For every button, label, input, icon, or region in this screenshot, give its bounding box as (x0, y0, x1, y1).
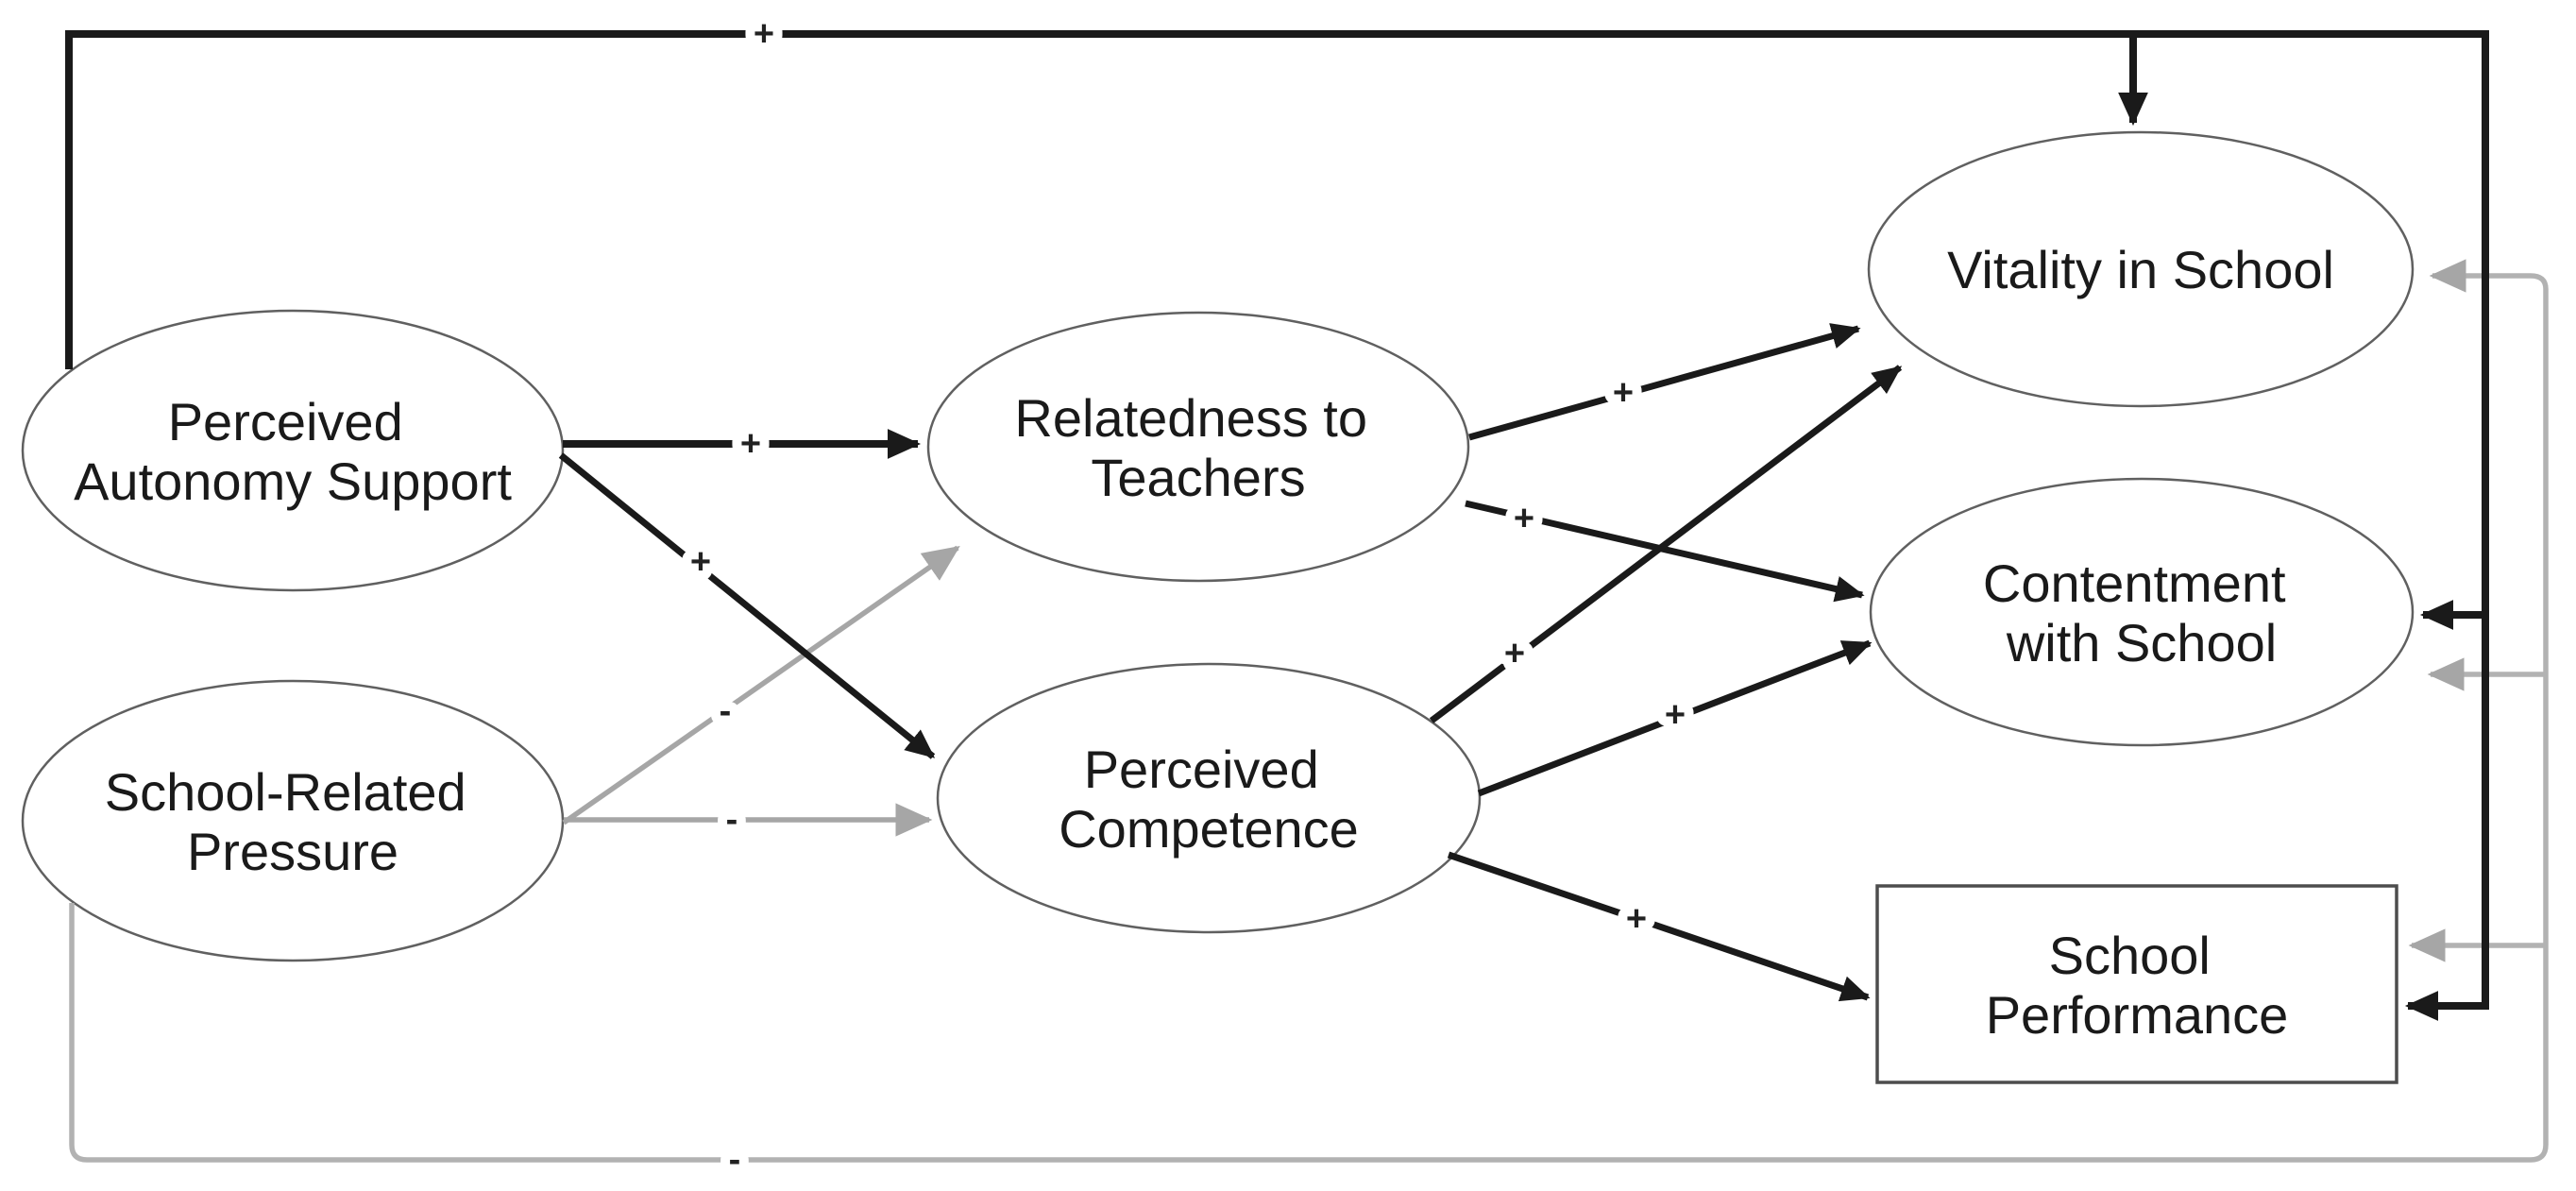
label-relatedness-to-teachers: Relatedness to Teachers (1014, 388, 1381, 507)
node-perceived-autonomy-support (21, 309, 565, 592)
edge-sign-labels-layer: + + + - - - + + + + + (681, 5, 1695, 1189)
sign-pressure-competence: - (726, 800, 738, 840)
sign-pressure-relatedness: - (720, 691, 732, 731)
sign-competence-vitality: + (1504, 634, 1525, 673)
edge-pressure-to-relatedness (562, 545, 960, 825)
sign-competence-contentment: + (1665, 695, 1686, 735)
sign-pressure-bottom-route: - (729, 1140, 741, 1180)
label-school-related-pressure: School-Related Pressure (105, 762, 481, 881)
label-vitality-in-school: Vitality in School (1947, 240, 2334, 299)
sign-relatedness-contentment: + (1514, 499, 1534, 538)
node-relatedness-to-teachers (926, 311, 1470, 583)
edge-competence-to-performance (1447, 851, 1871, 1002)
sign-competence-performance: + (1626, 899, 1647, 939)
sign-relatedness-vitality: + (1613, 373, 1634, 413)
sign-autonomy-top-route: + (754, 14, 774, 54)
label-perceived-competence: Perceived Competence (1059, 740, 1359, 859)
edge-autonomy-to-performance-route (65, 30, 2489, 1021)
edge-autonomy-to-competence (558, 452, 936, 759)
node-school-performance (1875, 884, 2398, 1084)
label-school-performance: School Performance (1986, 926, 2289, 1045)
nodes-layer (21, 130, 2415, 1084)
sign-autonomy-competence: + (690, 542, 711, 582)
edge-competence-to-contentment (1477, 639, 1873, 797)
node-perceived-competence (936, 662, 1482, 934)
label-contentment-with-school: Contentment with School (1983, 553, 2300, 672)
edge-competence-to-vitality (1429, 365, 1903, 723)
edge-pressure-to-vitality-route (69, 259, 2549, 1163)
positive-edges-layer (65, 30, 2489, 1021)
node-contentment-with-school (1869, 477, 2415, 747)
label-perceived-autonomy-support: Perceived Autonomy Support (74, 392, 512, 511)
node-vitality-in-school (1867, 130, 2415, 408)
node-labels-layer: Perceived Autonomy Support School-Relate… (74, 240, 2334, 1045)
edge-relatedness-to-vitality (1468, 323, 1861, 441)
negative-edges-layer (69, 259, 2549, 1163)
sign-autonomy-relatedness: + (740, 424, 761, 464)
